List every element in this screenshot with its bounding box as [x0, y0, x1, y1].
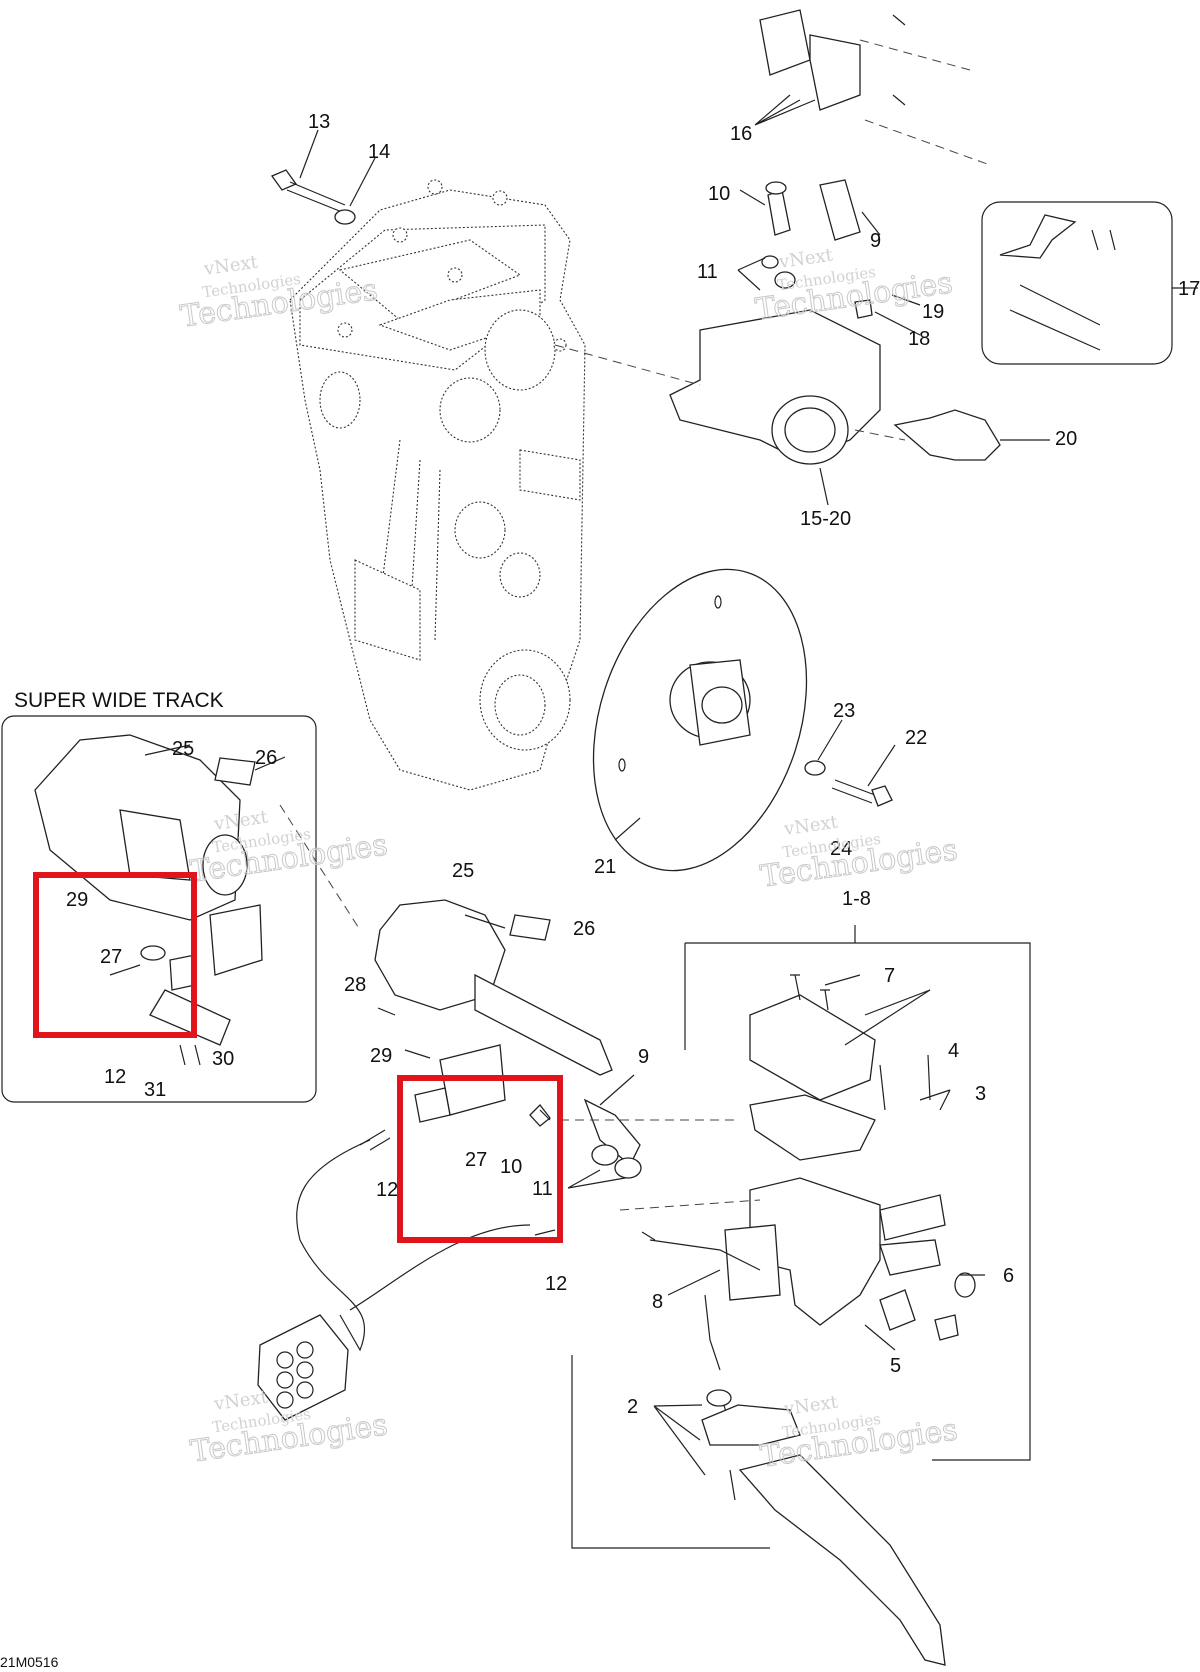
master-cylinder-frame — [685, 942, 1031, 1461]
callout-29: 29 — [370, 1045, 392, 1067]
callout-8: 8 — [652, 1291, 663, 1313]
brake-pads-16 — [759, 9, 991, 166]
callout-12-lower: 12 — [545, 1273, 567, 1295]
callout-25-inset: 25 — [172, 738, 194, 760]
kit-17-frame — [981, 201, 1173, 365]
washer-14 — [334, 209, 356, 225]
bolt-13 — [271, 169, 346, 213]
brake-disc-21 — [592, 568, 808, 872]
callout-16: 16 — [730, 123, 752, 145]
callout-9-caliper: 9 — [870, 230, 881, 252]
callout-12: 12 — [376, 1179, 398, 1201]
gearbox-housing — [289, 179, 586, 791]
guard-25 — [374, 899, 613, 1076]
callout-5: 5 — [890, 1355, 901, 1377]
watermark-bottom-right: vNext Technologies Technologies — [758, 1392, 960, 1476]
callout-14: 14 — [368, 141, 390, 163]
callout-6: 6 — [1003, 1265, 1014, 1287]
bolt-24 — [831, 779, 893, 807]
callout-31: 31 — [144, 1079, 166, 1101]
callout-30: 30 — [212, 1048, 234, 1070]
callout-20: 20 — [1055, 428, 1077, 450]
callout-25: 25 — [452, 860, 474, 882]
super-wide-track-frame — [1, 715, 317, 1103]
callout-15-20: 15-20 — [800, 508, 851, 530]
callout-22: 22 — [905, 727, 927, 749]
callout-4: 4 — [948, 1040, 959, 1062]
connector-plug — [257, 1314, 349, 1421]
callout-1-8: 1-8 — [842, 888, 871, 910]
callout-26-inset: 26 — [255, 747, 277, 769]
callout-27-inset: 27 — [100, 946, 122, 968]
switch-27 — [414, 1044, 506, 1123]
callout-10-caliper: 10 — [708, 183, 730, 205]
section-title: SUPER WIDE TRACK — [14, 689, 224, 712]
callout-17: 17 — [1178, 278, 1200, 300]
callout-7: 7 — [884, 965, 895, 987]
callout-11: 11 — [532, 1178, 553, 1200]
callout-18: 18 — [908, 328, 930, 350]
callout-13: 13 — [308, 111, 330, 133]
callout-10: 10 — [500, 1156, 522, 1178]
drawing-code: 21M0516 — [0, 1654, 59, 1670]
master-cylinder — [724, 994, 976, 1341]
callout-23: 23 — [833, 700, 855, 722]
watermark-mid-right: vNext Technologies Technologies — [758, 812, 960, 896]
callout-26: 26 — [573, 918, 595, 940]
callout-28: 28 — [344, 974, 366, 996]
callout-19: 19 — [922, 301, 944, 323]
callout-24: 24 — [830, 838, 852, 860]
wire-harness — [296, 1139, 371, 1352]
callout-27: 27 — [465, 1149, 487, 1171]
callout-3: 3 — [975, 1083, 986, 1105]
highlight-box-main — [397, 1075, 563, 1243]
callout-2: 2 — [627, 1396, 638, 1418]
callout-12-inset: 12 — [104, 1066, 126, 1088]
caliper — [669, 179, 1001, 465]
callout-9: 9 — [638, 1046, 649, 1068]
highlight-box-inset — [33, 872, 197, 1038]
callout-11-caliper: 11 — [697, 261, 718, 283]
callout-29-inset: 29 — [66, 889, 88, 911]
callout-21: 21 — [594, 856, 616, 878]
washer-23 — [804, 760, 826, 776]
